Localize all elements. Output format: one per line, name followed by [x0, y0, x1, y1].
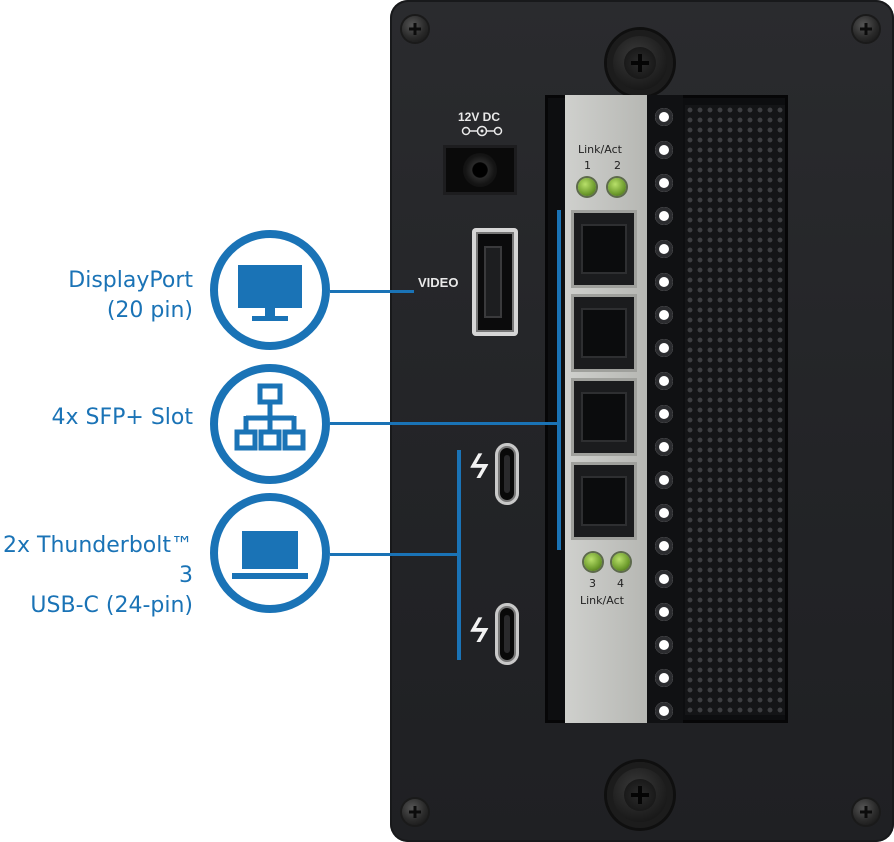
bottom-thumbscrew-icon [607, 762, 673, 828]
corner-screw-icon [402, 799, 428, 825]
corner-screw-icon [853, 16, 879, 42]
thunderbolt-label-line2: USB-C (24-pin) [30, 593, 193, 618]
bracket-hole [655, 273, 673, 291]
thunderbolt-port-2[interactable] [495, 603, 519, 665]
thunderbolt-bracket-line [457, 450, 461, 660]
sfp-callout-label: 4x SFP+ Slot [52, 403, 194, 433]
bracket-hole [655, 438, 673, 456]
bracket-hole [655, 537, 673, 555]
top-thumbscrew-icon [607, 30, 673, 96]
bracket-hole [655, 702, 673, 720]
sfp-port-4[interactable] [571, 462, 637, 540]
dc-polarity-icon [461, 125, 503, 137]
displayport-connector[interactable] [472, 228, 518, 336]
sfp-port-3[interactable] [571, 378, 637, 456]
link-led-4 [612, 553, 630, 571]
laptop-icon [232, 531, 308, 579]
bracket-hole [655, 636, 673, 654]
sfp-label-line1: 4x SFP+ Slot [51, 405, 194, 430]
thunderbolt-callout-label: 2x Thunderbolt™ 3 USB-C (24-pin) [0, 531, 193, 621]
sfp-bracket-line [557, 210, 561, 550]
displayport-callout-label: DisplayPort (20 pin) [68, 266, 193, 326]
link-led-2 [608, 178, 626, 196]
displayport-leader-line [330, 290, 414, 293]
bracket-hole [655, 471, 673, 489]
displayport-label-line1: DisplayPort [68, 268, 193, 293]
bracket-hole [655, 372, 673, 390]
network-topology-icon [234, 383, 306, 451]
displayport-label-line2: (20 pin) [106, 298, 193, 323]
link-led-1 [578, 178, 596, 196]
sfp-leader-line [330, 422, 560, 425]
displayport-callout-circle [210, 230, 330, 350]
bracket-hole [655, 240, 673, 258]
thunderbolt-port-1[interactable] [495, 443, 519, 505]
vent-mesh [685, 105, 785, 715]
monitor-icon [238, 265, 302, 321]
bracket-hole [655, 570, 673, 588]
sfp-port-2[interactable] [571, 294, 637, 372]
port-number-3: 3 [589, 577, 596, 590]
bracket-hole [655, 405, 673, 423]
bracket-hole [655, 207, 673, 225]
sfp-callout-circle [210, 364, 330, 484]
thunderbolt-callout-circle [210, 493, 330, 613]
card-bottom-label: Link/Act [580, 594, 624, 607]
corner-screw-icon [853, 799, 879, 825]
bracket-hole [655, 306, 673, 324]
port-number-2: 2 [614, 159, 621, 172]
sfp-port-1[interactable] [571, 210, 637, 288]
bracket-hole [655, 504, 673, 522]
dc-power-jack[interactable] [443, 145, 517, 195]
video-label: VIDEO [418, 275, 459, 290]
bracket-hole [655, 141, 673, 159]
power-label: 12V DC [458, 110, 501, 124]
corner-screw-icon [402, 16, 428, 42]
thunderbolt-label-line1: 2x Thunderbolt™ 3 [3, 533, 193, 588]
bracket-hole [655, 174, 673, 192]
bracket-hole [655, 669, 673, 687]
link-led-3 [584, 553, 602, 571]
card-top-label: Link/Act [578, 143, 622, 156]
thunderbolt-leader-line [330, 553, 460, 556]
port-number-1: 1 [584, 159, 591, 172]
bracket-hole [655, 108, 673, 126]
bracket-hole [655, 603, 673, 621]
bracket-hole [655, 339, 673, 357]
port-number-4: 4 [617, 577, 624, 590]
